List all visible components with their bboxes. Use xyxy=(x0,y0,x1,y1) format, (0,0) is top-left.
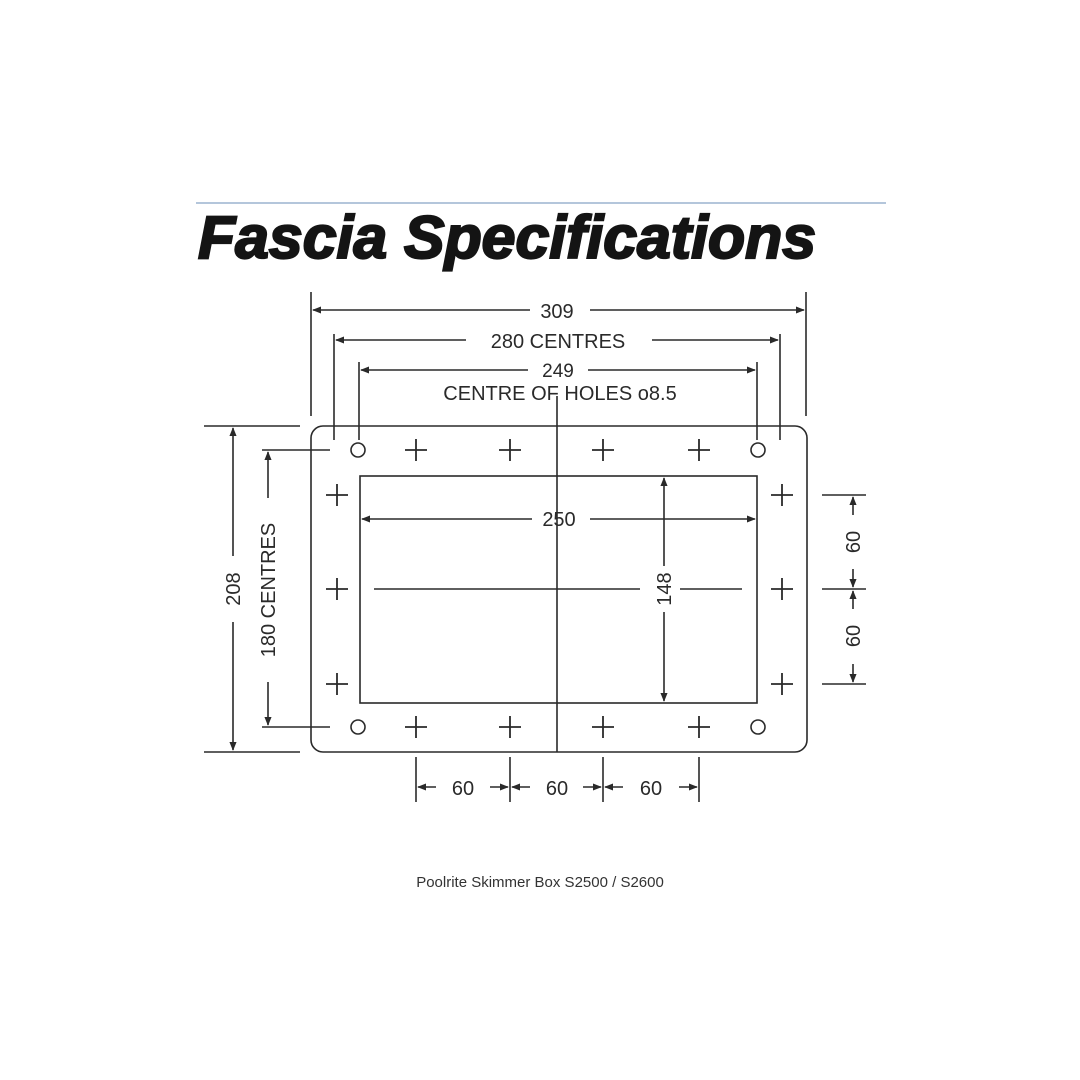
heading-block: Fascia Specifications xyxy=(196,190,886,290)
heading-title: Fascia Specifications xyxy=(198,204,816,271)
cross-hole-icon xyxy=(326,673,348,695)
cross-hole-icon xyxy=(771,484,793,506)
dim-side-spacing-1: 60 xyxy=(843,531,865,553)
cross-hole-icon xyxy=(592,439,614,461)
dim-bottom-spacing-3: 60 xyxy=(640,778,662,800)
cross-hole-icon xyxy=(326,484,348,506)
dim-overall-height: 208 xyxy=(223,572,245,605)
opening-outline xyxy=(359,475,758,704)
round-hole-icon xyxy=(350,719,366,735)
dim-overall-width: 309 xyxy=(540,301,573,323)
cross-hole-icon xyxy=(592,716,614,738)
round-hole-icon xyxy=(750,442,766,458)
cross-holes xyxy=(326,439,793,738)
cross-hole-icon xyxy=(688,716,710,738)
dim-hole-centres-height: 180 CENTRES xyxy=(258,523,280,658)
cross-hole-icon xyxy=(405,716,427,738)
dim-bottom-spacing-2: 60 xyxy=(546,778,568,800)
fascia-outline xyxy=(310,425,808,753)
cross-hole-icon xyxy=(771,673,793,695)
cross-hole-icon xyxy=(499,439,521,461)
dim-bottom-spacing-1: 60 xyxy=(452,778,474,800)
cross-hole-icon xyxy=(771,578,793,600)
dim-opening-height: 148 xyxy=(654,572,676,605)
cross-hole-icon xyxy=(405,439,427,461)
dim-inner-span: 249 xyxy=(542,361,574,382)
dim-opening-width: 250 xyxy=(542,509,575,531)
cross-hole-icon xyxy=(326,578,348,600)
round-hole-icon xyxy=(750,719,766,735)
dim-side-spacing-2: 60 xyxy=(843,625,865,647)
hole-note: CENTRE OF HOLES o8.5 xyxy=(443,383,676,405)
cross-hole-icon xyxy=(499,716,521,738)
dim-hole-centres-width: 280 CENTRES xyxy=(491,331,626,353)
cross-hole-icon xyxy=(688,439,710,461)
round-hole-icon xyxy=(350,442,366,458)
product-caption: Poolrite Skimmer Box S2500 / S2600 xyxy=(416,874,664,891)
